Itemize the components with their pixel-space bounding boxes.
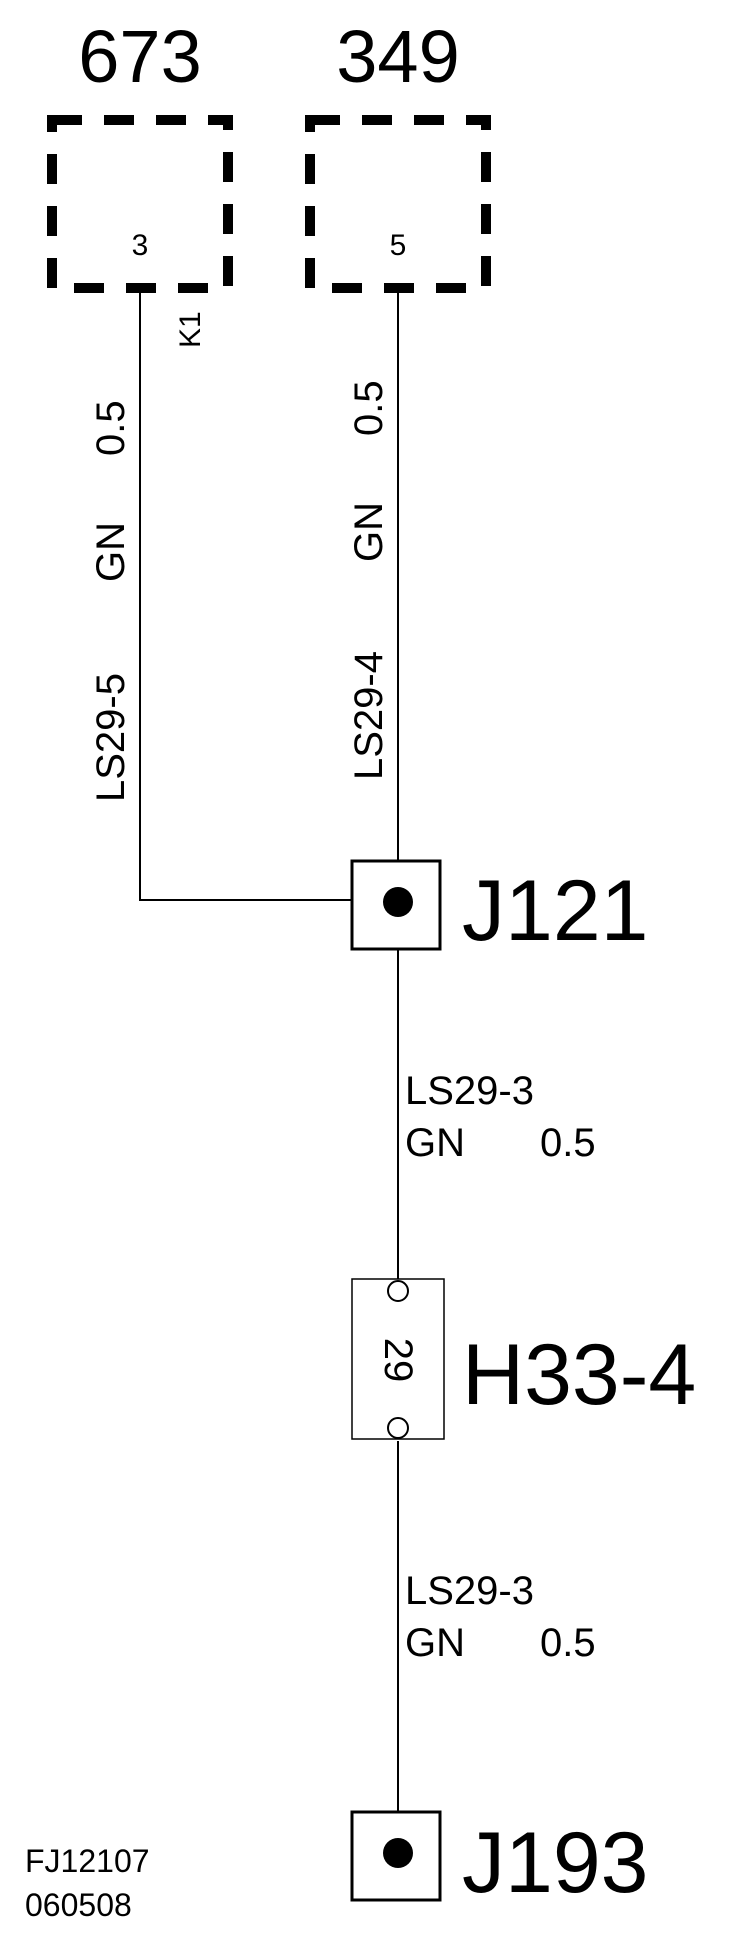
wire-label-ls29-3-upper: LS29-3 GN 0.5: [405, 1069, 596, 1165]
junction-j193-label: J193: [462, 1815, 649, 1911]
component-673-pin: 3: [132, 229, 149, 262]
wire-ls29-5: [139, 288, 398, 901]
wire-label-ls29-5: LS29-5 GN 0.5: [89, 400, 133, 802]
component-349: 349 5: [305, 15, 491, 293]
connector-top-pin: [387, 1280, 409, 1302]
component-673-label: 673: [78, 15, 201, 98]
component-673-box: [47, 115, 233, 293]
junction-j121: J121: [350, 859, 649, 959]
drawing-reference: FJ12107 060508: [25, 1843, 150, 1923]
junction-j193-dot: [383, 1838, 413, 1868]
wire-ls29-3-upper-size: 0.5: [540, 1121, 596, 1165]
junction-j121-label: J121: [462, 863, 649, 959]
connector-h33-4-box: [351, 1278, 445, 1440]
junction-j193: J193: [350, 1810, 649, 1911]
connector-bottom-pin: [387, 1417, 409, 1439]
wire-ls29-3-upper-color: GN: [405, 1121, 465, 1165]
wire-label-ls29-4: LS29-4 GN 0.5: [347, 380, 391, 780]
wire-ls29-5-id: LS29-5: [89, 673, 133, 802]
drawing-reference-line1: FJ12107: [25, 1843, 150, 1879]
wire-ls29-5-size: 0.5: [89, 400, 133, 456]
connector-h33-4-pin: 29: [376, 1338, 420, 1383]
junction-j121-dot: [383, 887, 413, 917]
wire-ls29-4-size: 0.5: [347, 380, 391, 436]
wire-ls29-3-upper-id: LS29-3: [405, 1069, 534, 1113]
wire-label-ls29-3-lower: LS29-3 GN 0.5: [405, 1569, 596, 1665]
wire-ls29-5-color: GN: [89, 522, 133, 582]
connector-h33-4: 29 H33-4: [351, 1278, 696, 1440]
component-349-label: 349: [336, 15, 459, 98]
wire-ls29-3-lower-size: 0.5: [540, 1621, 596, 1665]
drawing-reference-line2: 060508: [25, 1887, 132, 1923]
component-349-box: [305, 115, 491, 293]
component-349-pin: 5: [390, 229, 407, 262]
component-673-pin-tag: K1: [174, 311, 207, 348]
wire-ls29-4-id: LS29-4: [347, 651, 391, 780]
wire-ls29-3-lower-id: LS29-3: [405, 1569, 534, 1613]
connector-h33-4-label: H33-4: [462, 1327, 696, 1423]
wire-ls29-3-lower-color: GN: [405, 1621, 465, 1665]
wire-ls29-4-color: GN: [347, 502, 391, 562]
